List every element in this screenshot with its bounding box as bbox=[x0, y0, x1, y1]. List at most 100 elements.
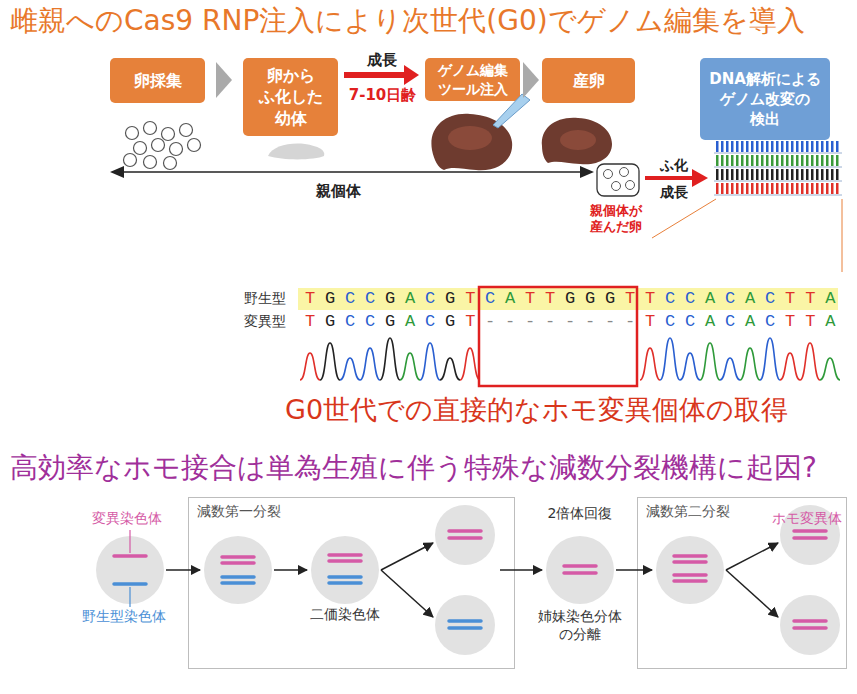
edge-label: 成長 bbox=[367, 51, 397, 70]
chromatogram-peak bbox=[340, 358, 360, 380]
legend-label: 野生型染色体 bbox=[82, 608, 166, 626]
sequencing-bar bbox=[776, 155, 779, 166]
base-letter: T bbox=[785, 312, 805, 331]
base-letter: G bbox=[385, 289, 405, 308]
sequencing-bar bbox=[821, 169, 824, 180]
chromatogram-peak bbox=[820, 358, 840, 380]
cell-circle bbox=[311, 536, 379, 604]
sequencing-bar bbox=[776, 183, 779, 194]
chromosome-bar bbox=[329, 575, 361, 579]
leader-line bbox=[129, 530, 130, 553]
division-arrow bbox=[381, 543, 433, 570]
base-letter: C bbox=[425, 289, 445, 308]
division-arrow bbox=[616, 569, 652, 571]
egg bbox=[162, 128, 175, 141]
sequencing-bar bbox=[811, 141, 814, 152]
sequencing-bar bbox=[721, 183, 724, 194]
base-letter: G bbox=[385, 312, 405, 331]
sequencing-bar bbox=[801, 169, 804, 180]
age-note: 7-10日齢 bbox=[345, 86, 420, 105]
sequencing-bar bbox=[721, 141, 724, 152]
process-box: 卵採集 bbox=[110, 58, 205, 103]
leader-line bbox=[129, 587, 130, 607]
sequencing-bar bbox=[766, 141, 769, 152]
sequencing-bar bbox=[716, 141, 719, 152]
sequencing-bar bbox=[821, 183, 824, 194]
node-text: ゲノム編集 ツール注入 bbox=[432, 61, 513, 99]
sequencing-bar bbox=[761, 183, 764, 194]
sequencing-bar bbox=[771, 183, 774, 194]
sequencing-bar bbox=[836, 155, 839, 166]
chromosome-bar bbox=[222, 581, 254, 585]
chromosome-bar bbox=[564, 564, 596, 568]
chromosome-bar bbox=[222, 561, 254, 565]
sequencing-bar bbox=[786, 141, 789, 152]
chromatogram-peak bbox=[400, 353, 420, 380]
arrow-label: 成長 bbox=[660, 184, 688, 202]
sequencing-bar bbox=[721, 155, 724, 166]
base-letter: - bbox=[585, 312, 605, 331]
egg bbox=[124, 154, 137, 167]
base-letter: G bbox=[325, 289, 345, 308]
process-box: 卵から ふ化した 幼体 bbox=[243, 58, 338, 136]
chromosome-bar bbox=[222, 575, 254, 579]
stage-label: 二価染色体 bbox=[310, 606, 380, 624]
sequencing-baseline bbox=[714, 181, 842, 182]
base-letter: C bbox=[665, 312, 685, 331]
legend-label: 変異染色体 bbox=[92, 510, 162, 528]
sequencing-bar bbox=[806, 169, 809, 180]
egg bbox=[144, 156, 157, 169]
sequencing-bar bbox=[731, 183, 734, 194]
base-letter: T bbox=[645, 289, 665, 308]
cell-circle bbox=[204, 536, 272, 604]
chromosome-bar bbox=[449, 536, 481, 540]
sequencing-bar bbox=[761, 141, 764, 152]
sequencing-baseline bbox=[714, 153, 842, 154]
base-letter: - bbox=[485, 312, 505, 331]
egg bbox=[152, 139, 165, 152]
sequencing-bar bbox=[726, 141, 729, 152]
sequencing-bar bbox=[821, 155, 824, 166]
chromosome-bar bbox=[794, 529, 826, 533]
sequencing-bar bbox=[806, 183, 809, 194]
result-heading: G0世代での直接的なホモ変異個体の取得 bbox=[285, 393, 788, 427]
chromosome-bar bbox=[449, 619, 481, 623]
sequencing-bar bbox=[766, 155, 769, 166]
sequencing-bar bbox=[801, 141, 804, 152]
division-arrows bbox=[166, 543, 778, 617]
cell-circle bbox=[96, 536, 164, 604]
chromosome-bar bbox=[674, 554, 706, 558]
sequencing-bar bbox=[826, 141, 829, 152]
sequencing-bar bbox=[746, 155, 749, 166]
sequencing-bar bbox=[736, 169, 739, 180]
chromosome-bar bbox=[329, 581, 361, 585]
base-letter: G bbox=[445, 289, 465, 308]
sequencing-bar bbox=[736, 141, 739, 152]
hatch-arrowhead bbox=[692, 169, 708, 187]
sequencing-bar bbox=[816, 183, 819, 194]
sequencing-bar bbox=[761, 155, 764, 166]
base-letter: A bbox=[405, 312, 425, 331]
chromatogram bbox=[300, 338, 840, 380]
sequence: TCCACACTTA bbox=[645, 289, 845, 309]
egg bbox=[134, 142, 147, 155]
egg bbox=[612, 182, 621, 191]
sequencing-bar bbox=[771, 141, 774, 152]
chromosome-bar bbox=[329, 553, 361, 557]
division-arrow bbox=[500, 569, 542, 571]
sequencing-bar bbox=[741, 155, 744, 166]
arrow-label: ふ化 bbox=[660, 157, 688, 175]
division-arrow bbox=[166, 569, 200, 571]
base-letter: T bbox=[465, 312, 485, 331]
sequence: TGCCGACGT bbox=[305, 312, 485, 332]
chromatogram-peak bbox=[760, 338, 780, 380]
sequencing-bar bbox=[766, 169, 769, 180]
base-letter: C bbox=[425, 312, 445, 331]
base-letter: C bbox=[345, 289, 365, 308]
base-letter: - bbox=[605, 312, 625, 331]
egg bbox=[126, 127, 139, 140]
sequencing-bar bbox=[756, 141, 759, 152]
sequencing-bar bbox=[816, 169, 819, 180]
sequencing-bar bbox=[751, 169, 754, 180]
sequencing-bar bbox=[741, 183, 744, 194]
